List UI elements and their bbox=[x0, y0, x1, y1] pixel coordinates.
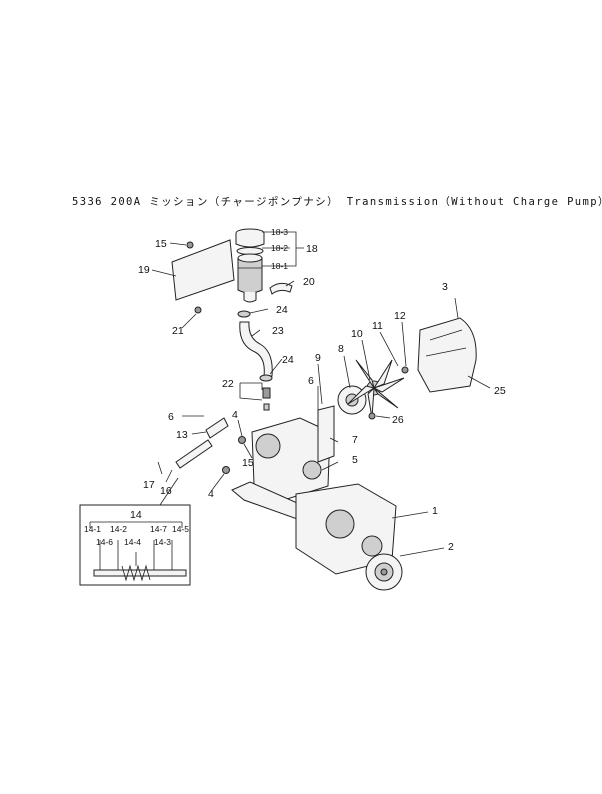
callout-12: 12 bbox=[394, 310, 406, 322]
bolt-15-icon bbox=[186, 241, 194, 249]
callout-18-3: 18-3 bbox=[271, 227, 288, 237]
wheel-hub-icon bbox=[365, 553, 403, 591]
bolt-21-icon bbox=[194, 306, 202, 314]
bracket-7-icon bbox=[317, 405, 335, 463]
callout-3: 3 bbox=[442, 281, 448, 293]
callout-6b: 6 bbox=[308, 375, 314, 387]
bolt-26-icon bbox=[368, 412, 376, 420]
callout-2: 2 bbox=[448, 541, 454, 553]
detail-inset-14 bbox=[79, 504, 191, 586]
filter-bracket bbox=[171, 239, 235, 301]
callout-7: 7 bbox=[352, 434, 358, 446]
callout-14-2: 14-2 bbox=[110, 524, 127, 534]
callout-22: 22 bbox=[222, 378, 234, 390]
callout-24a: 24 bbox=[276, 304, 288, 316]
callout-14-6: 14-6 bbox=[96, 537, 113, 547]
callout-14: 14 bbox=[130, 509, 142, 521]
callout-14-7: 14-7 bbox=[150, 524, 167, 534]
callout-18-2: 18-2 bbox=[271, 243, 288, 253]
callout-14-4: 14-4 bbox=[124, 537, 141, 547]
callout-5: 5 bbox=[352, 454, 358, 466]
callout-21: 21 bbox=[172, 325, 184, 337]
hose-clamp-top bbox=[237, 310, 251, 318]
callout-14-5: 14-5 bbox=[172, 524, 189, 534]
filter-cap bbox=[235, 228, 265, 248]
hose-clamp-bottom bbox=[259, 374, 273, 382]
callout-15b: 15 bbox=[242, 457, 254, 469]
callout-9: 9 bbox=[315, 352, 321, 364]
callout-18-1: 18-1 bbox=[271, 261, 288, 271]
fan-icon bbox=[347, 359, 405, 419]
callout-4b: 4 bbox=[208, 488, 214, 500]
callout-18: 18 bbox=[306, 243, 318, 255]
filter-element bbox=[237, 253, 263, 303]
callout-16: 16 bbox=[160, 485, 172, 497]
callout-1: 1 bbox=[432, 505, 438, 517]
hose-icon bbox=[239, 321, 273, 377]
clamp-icon bbox=[269, 282, 293, 295]
nut-4-lower-icon bbox=[222, 466, 230, 474]
fitting-22b-icon bbox=[263, 403, 270, 411]
nut-4-upper-icon bbox=[238, 436, 246, 444]
callout-17: 17 bbox=[143, 479, 155, 491]
callout-4a: 4 bbox=[232, 409, 238, 421]
rod-16-icon bbox=[175, 439, 213, 469]
callout-6a: 6 bbox=[168, 411, 174, 423]
callout-19: 19 bbox=[138, 264, 150, 276]
lever-13-icon bbox=[205, 417, 229, 439]
callout-15a: 15 bbox=[155, 238, 167, 250]
filter-ring bbox=[236, 247, 264, 255]
fitting-22-icon bbox=[262, 387, 271, 399]
nut-11-icon bbox=[401, 366, 409, 374]
fan-cover-icon bbox=[417, 317, 477, 393]
diagram-title: 5336 200A ミッション（チャージポンプナシ） Transmission（… bbox=[72, 196, 602, 208]
callout-14-3: 14-3 bbox=[154, 537, 171, 547]
callout-23: 23 bbox=[272, 325, 284, 337]
callout-24b: 24 bbox=[282, 354, 294, 366]
callout-20: 20 bbox=[303, 276, 315, 288]
leader-lines bbox=[151, 242, 491, 557]
callout-13: 13 bbox=[176, 429, 188, 441]
callout-25: 25 bbox=[494, 385, 506, 397]
callout-26: 26 bbox=[392, 414, 404, 426]
callout-8: 8 bbox=[338, 343, 344, 355]
callout-10: 10 bbox=[351, 328, 363, 340]
main-transmission-icon bbox=[231, 481, 397, 575]
callout-11: 11 bbox=[372, 320, 383, 332]
callout-14-1: 14-1 bbox=[84, 524, 101, 534]
